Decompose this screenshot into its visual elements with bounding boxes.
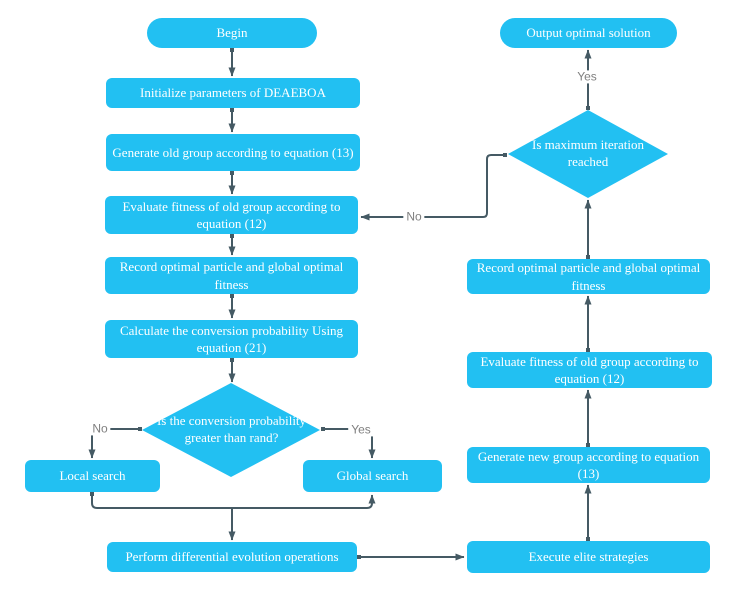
connector-group [88,48,592,561]
node-evaluate-fitness-left: Evaluate fitness of old group according … [105,196,358,234]
node-execute-elite-strategies: Execute elite strategies [467,541,710,573]
node-local-search: Local search [25,460,160,492]
node-global-search: Global search [303,460,442,492]
node-record-optimal-left: Record optimal particle and global optim… [105,257,358,294]
edge-decision-no-to-evalleft [360,153,507,221]
node-perform-differential-evolution: Perform differential evolution operation… [107,542,357,572]
edge-label-yes-iteration: Yes [574,70,600,84]
node-calculate-conversion-probability: Calculate the conversion probability Usi… [105,320,358,358]
edge-label-no-iteration: No [403,210,425,224]
node-generate-old-group: Generate old group according to equation… [106,134,360,171]
node-begin: Begin [147,18,317,48]
decision-max-iteration-diamond [508,110,668,198]
edge-label-no-conversion: No [89,422,111,436]
decision-conversion-probability-label: Is the conversion probability greater th… [156,413,307,445]
edge-label-yes-conversion: Yes [348,423,374,437]
edge-local-to-global-merge [90,492,376,509]
node-initialize-parameters: Initialize parameters of DEAEBOA [106,78,360,108]
node-generate-new-group: Generate new group according to equation… [467,447,710,483]
node-output-optimal-solution: Output optimal solution [500,18,677,48]
decision-max-iteration-label: Is maximum iteration reached [532,137,644,169]
node-evaluate-fitness-right: Evaluate fitness of old group according … [467,352,712,388]
node-record-optimal-right: Record optimal particle and global optim… [467,259,710,294]
decision-conversion-probability-diamond [142,383,320,477]
